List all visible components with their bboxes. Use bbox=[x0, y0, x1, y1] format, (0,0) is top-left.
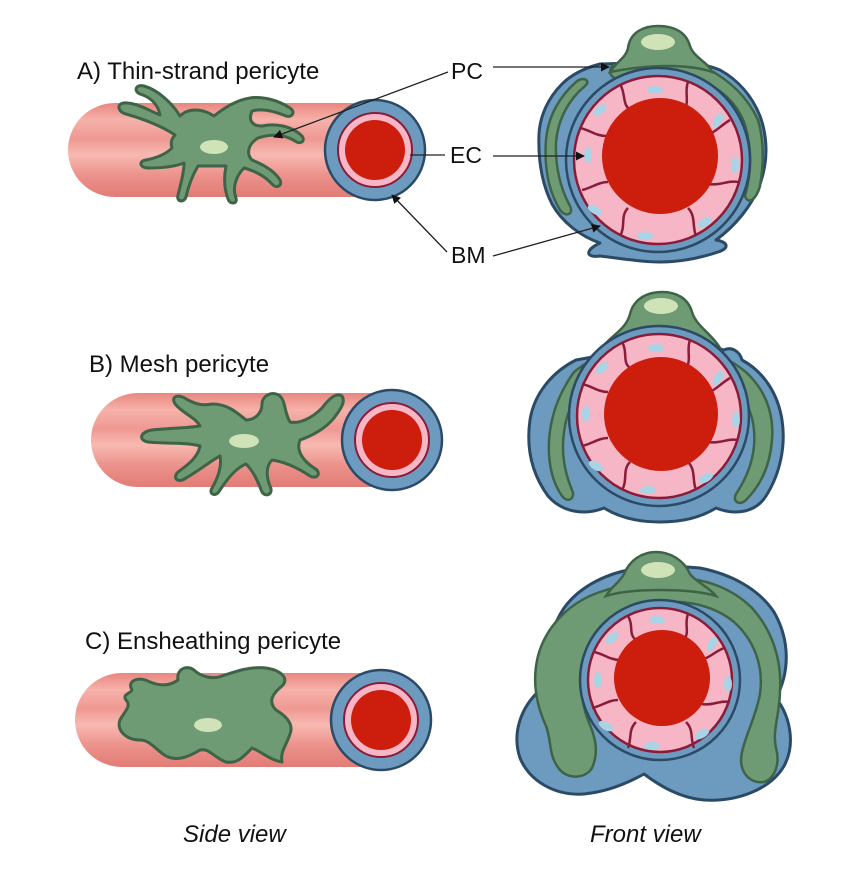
panel-c-title: C) Ensheathing pericyte bbox=[85, 628, 341, 655]
bm-label: BM bbox=[451, 242, 486, 268]
endothelial-nuclei bbox=[584, 86, 739, 240]
panel-a-title: A) Thin-strand pericyte bbox=[77, 58, 319, 85]
vessel-lumen bbox=[351, 690, 411, 750]
panel-a-side-view bbox=[68, 84, 427, 205]
side-view-label: Side view bbox=[183, 821, 287, 848]
vessel-lumen bbox=[604, 357, 718, 471]
pericyte-nucleus bbox=[644, 298, 678, 314]
ensheathing-pericyte bbox=[117, 666, 293, 764]
pericyte-nucleus bbox=[641, 562, 675, 578]
panel-c-side-view bbox=[75, 666, 433, 772]
pc-label: PC bbox=[451, 58, 483, 84]
front-view-label: Front view bbox=[590, 821, 702, 848]
vessel-lumen bbox=[345, 120, 405, 180]
bm-pointer-to-front bbox=[492, 223, 601, 257]
panel-c-front-view bbox=[515, 550, 792, 802]
thin-pericyte-process-left bbox=[544, 77, 589, 216]
ensheathing-pericyte-sheath bbox=[533, 576, 782, 784]
pericyte-nucleus bbox=[200, 140, 228, 154]
pericyte-nucleus bbox=[229, 434, 259, 448]
endothelial-nuclei bbox=[594, 616, 732, 750]
vessel-lumen bbox=[362, 410, 422, 470]
panel-b-side-view bbox=[91, 388, 444, 497]
panel-b-front-view bbox=[527, 290, 785, 524]
pc-pointer-to-side bbox=[273, 71, 449, 139]
vessel-lumen bbox=[602, 98, 718, 214]
panel-a-front-view bbox=[537, 24, 768, 264]
pericyte-nucleus bbox=[194, 718, 222, 732]
pericyte-nucleus bbox=[641, 34, 675, 50]
vessel-lumen bbox=[614, 630, 710, 726]
bm-pointer-to-side bbox=[391, 194, 448, 253]
endothelial-nuclei bbox=[582, 344, 740, 494]
panel-b-title: B) Mesh pericyte bbox=[89, 351, 269, 378]
callout-pointers bbox=[273, 62, 610, 257]
ec-label: EC bbox=[450, 142, 482, 168]
